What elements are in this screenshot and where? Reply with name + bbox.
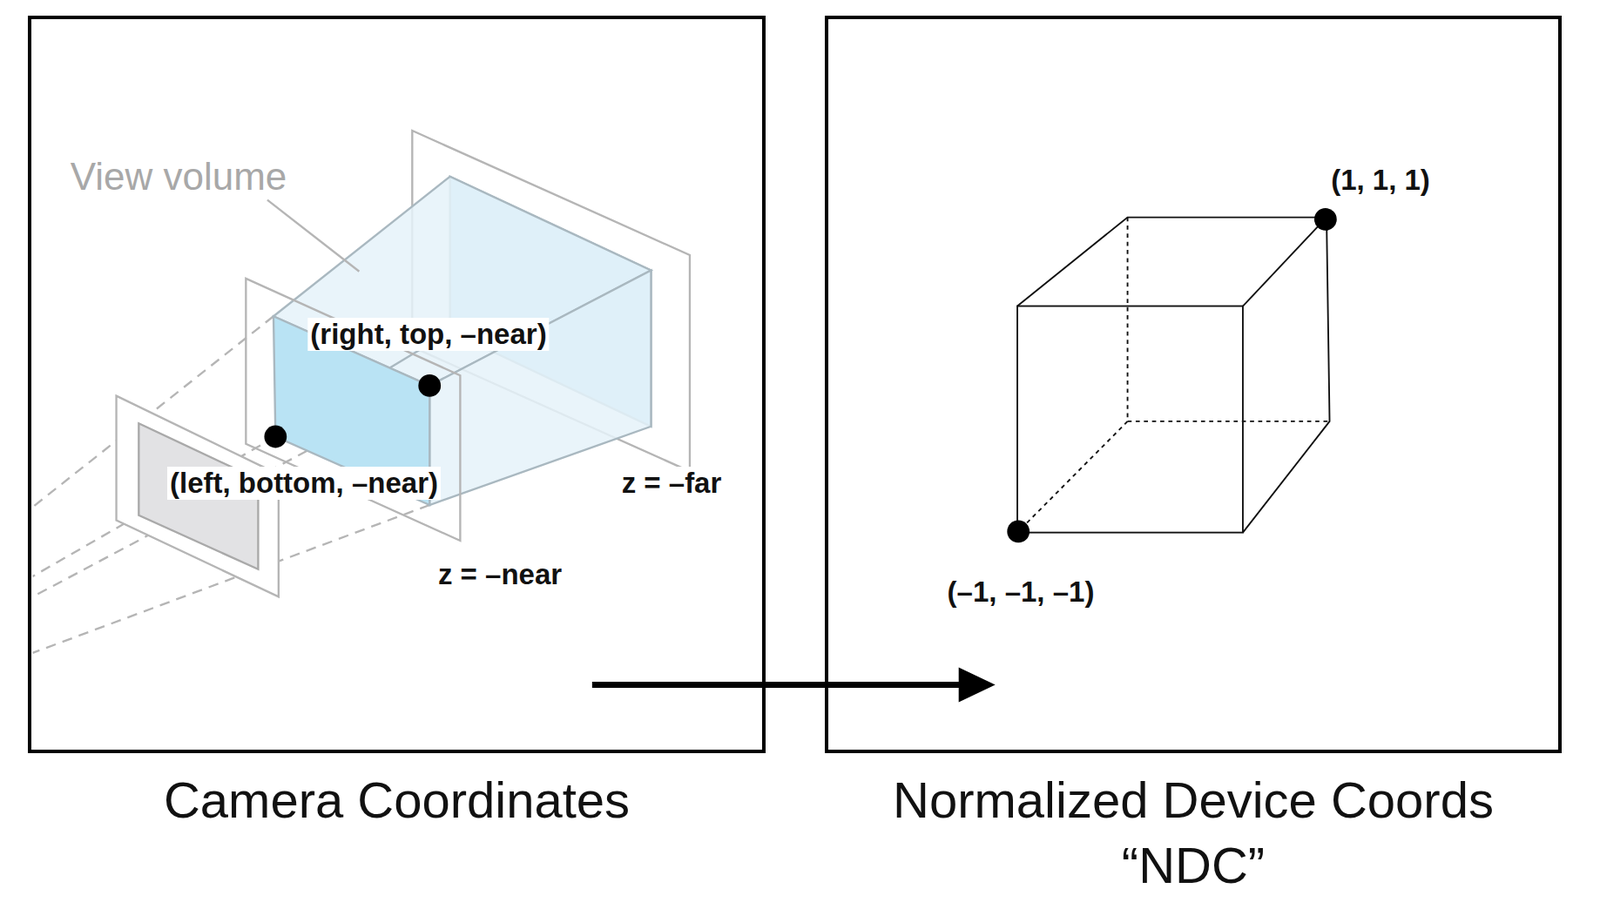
plane-label: z = –far xyxy=(619,466,725,500)
coordinate-panel: Normalized Device Coords “NDC” xyxy=(824,15,1562,754)
view-volume-label: View volume xyxy=(70,155,288,199)
corner-dot xyxy=(1006,520,1030,544)
corner-dot xyxy=(1314,208,1337,231)
panel-caption: Normalized Device Coords “NDC” xyxy=(818,767,1568,899)
ndc-cube xyxy=(1017,217,1330,534)
panel-caption: Camera Coordinates xyxy=(22,767,772,833)
corner-label: (right, top, –near) xyxy=(307,317,549,352)
corner-label: (–1, –1, –1) xyxy=(947,575,1095,609)
right-face xyxy=(429,270,651,506)
corner-label: (left, bottom, –near) xyxy=(167,466,441,500)
corner-dot xyxy=(418,374,441,398)
corner-dot xyxy=(263,425,287,449)
coordinate-panel: Camera Coordinates xyxy=(27,15,766,754)
plane-label: z = –near xyxy=(435,558,565,592)
transform-arrow xyxy=(592,668,996,703)
corner-label: (1, 1, 1) xyxy=(1330,163,1431,197)
leader-line xyxy=(267,200,359,272)
